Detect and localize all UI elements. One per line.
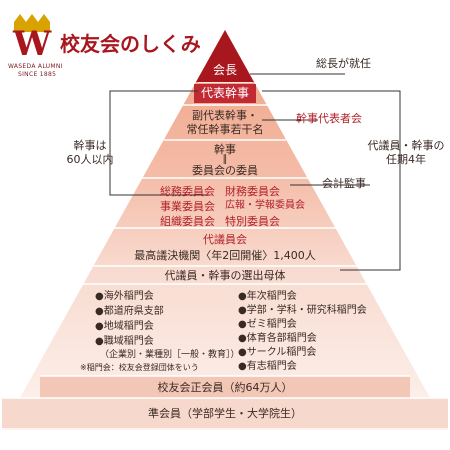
council-description: 最高議決機関〈年2回開催〉1,400人 bbox=[134, 249, 316, 262]
exec-line1: 幹事 bbox=[214, 143, 236, 156]
vice-exec-line2: 常任幹事若干名 bbox=[186, 123, 264, 136]
page-title: 校友会のしくみ bbox=[60, 32, 201, 56]
exec-line3: 委員会の委員 bbox=[192, 164, 258, 177]
right-list-item: ●体育各部稲門会 bbox=[238, 333, 317, 344]
committee-special: 特別委員会 bbox=[225, 215, 280, 228]
right-list-item: ●ゼミ稲門会 bbox=[238, 319, 297, 330]
bracket-lines bbox=[109, 73, 401, 271]
left-list-item: ●地域稲門会 bbox=[95, 321, 154, 332]
logo-mark bbox=[14, 14, 50, 32]
exec-rep-council-label: 幹事代表者会 bbox=[296, 112, 362, 125]
term-line1: 代議員・幹事の bbox=[367, 139, 445, 152]
logo-subtitle-2: SINCE 1885 bbox=[18, 71, 57, 78]
left-list-item: ●職域稲門会 bbox=[95, 336, 154, 347]
right-list-item: ●サークル稲門会 bbox=[238, 347, 317, 358]
committee-pr: 広報・学報委員会 bbox=[225, 200, 305, 211]
term-line2: 任期4年 bbox=[386, 153, 426, 166]
left-list-item: ●都道府県支部 bbox=[95, 306, 164, 317]
exec-count-line1: 幹事は bbox=[73, 139, 107, 152]
associate-member-label: 準会員（学部学生・大学院生） bbox=[148, 407, 302, 420]
pyramid-body bbox=[2, 30, 448, 430]
logo-subtitle-1: WASEDA ALUMNI bbox=[8, 63, 63, 70]
committee-business: 事業委員会 bbox=[160, 200, 215, 213]
vice-exec-line1: 副代表幹事・ bbox=[192, 109, 258, 122]
president-note: 総長が就任 bbox=[316, 57, 371, 70]
regular-member-band bbox=[40, 376, 410, 398]
logo-w: W bbox=[13, 24, 52, 64]
committee-organization: 組織委員会 bbox=[160, 215, 215, 228]
right-list-item: ●学部・学科・研究科稲門会 bbox=[238, 305, 367, 316]
rep-executive-label: 代表幹事 bbox=[200, 86, 250, 100]
audit-label: 会計監事 bbox=[322, 177, 366, 190]
committee-general-affairs: 総務委員会 bbox=[160, 185, 215, 198]
rep-executive-tier bbox=[194, 84, 256, 103]
committee-finance: 財務委員会 bbox=[225, 185, 280, 198]
president-label: 会長 bbox=[212, 63, 238, 77]
council-label: 代議員会 bbox=[203, 233, 247, 246]
left-list-item: ●海外稲門会 bbox=[95, 291, 154, 302]
election-base-label: 代議員・幹事の選出母体 bbox=[164, 269, 286, 282]
right-list-item: ●有志稲門会 bbox=[238, 361, 297, 372]
exec-line2: ∥ bbox=[222, 154, 228, 165]
right-list-item: ●年次稲門会 bbox=[238, 291, 297, 302]
footnote: ※稲門会：校友会登録団体をいう bbox=[80, 363, 199, 372]
left-list-subnote: （企業別・業種別［一般・教育］） bbox=[100, 350, 240, 360]
associate-member-band bbox=[2, 398, 448, 428]
president-tier bbox=[196, 30, 254, 82]
regular-member-label: 校友会正会員（約64万人） bbox=[157, 381, 293, 394]
exec-count-line2: 60人以内 bbox=[66, 153, 114, 166]
